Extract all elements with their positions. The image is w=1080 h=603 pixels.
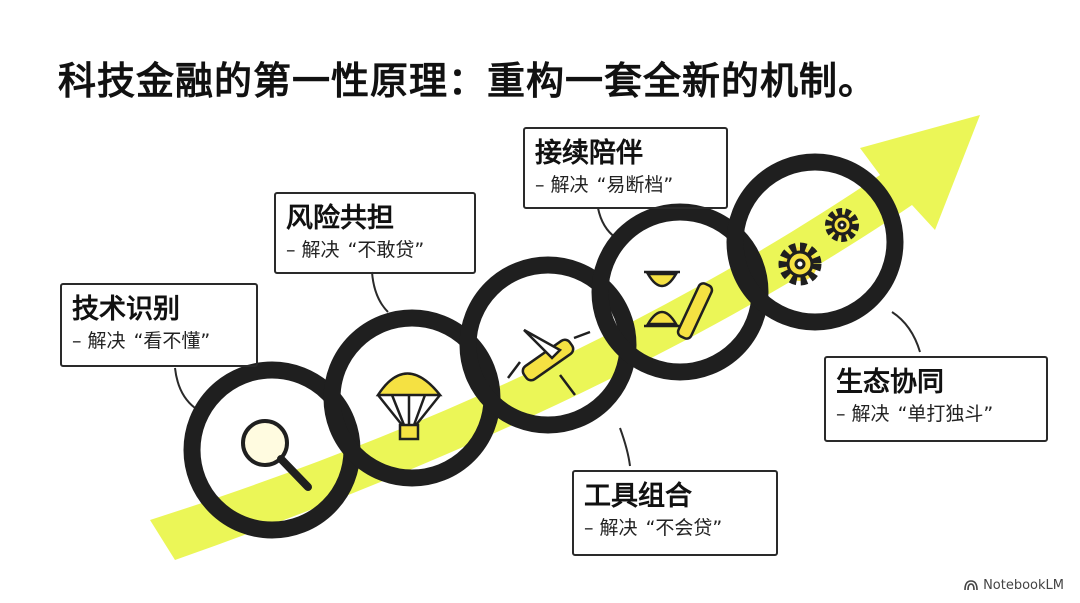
step-title: 接续陪伴: [535, 138, 643, 169]
gears-icon: [778, 208, 859, 286]
connector-line: [597, 207, 617, 239]
step-title: 工具组合: [584, 481, 692, 512]
chain-ring: [726, 153, 904, 331]
step-title: 风险共担: [286, 203, 394, 234]
step-title: 生态协同: [836, 367, 944, 398]
step-subtitle: – 解决 “不会贷”: [584, 517, 723, 539]
brand-watermark: NotebookLM: [964, 578, 1064, 593]
swiss-knife-icon: [507, 328, 591, 396]
connector-line: [174, 367, 196, 409]
step-subtitle: – 解决 “易断档”: [535, 174, 674, 196]
connector-line: [619, 427, 631, 467]
step-subtitle: – 解决 “单打独斗”: [836, 403, 994, 425]
notebooklm-logo-icon: [964, 580, 978, 591]
step-card-continuous-support: 接续陪伴 – 解决 “易断档”: [523, 127, 728, 209]
connector-line: [371, 271, 389, 313]
step-card-ecosystem-synergy: 生态协同 – 解决 “单打独斗”: [824, 356, 1048, 442]
page-title: 科技金融的第一性原理：重构一套全新的机制。: [58, 59, 878, 103]
brand-label: NotebookLM: [983, 578, 1064, 593]
step-card-tool-combination: 工具组合 – 解决 “不会贷”: [572, 470, 778, 556]
step-subtitle: – 解决 “不敢贷”: [286, 239, 425, 261]
step-card-tech-recognition: 技术识别 – 解决 “看不懂”: [60, 283, 258, 367]
connector-line: [891, 311, 921, 353]
parachute-icon: [375, 372, 443, 441]
step-card-risk-sharing: 风险共担 – 解决 “不敢贷”: [274, 192, 476, 274]
step-subtitle: – 解决 “看不懂”: [72, 330, 211, 352]
hourglass-scroll-icon: [644, 270, 714, 340]
step-title: 技术识别: [72, 294, 180, 325]
magnifier-icon: [241, 419, 312, 491]
